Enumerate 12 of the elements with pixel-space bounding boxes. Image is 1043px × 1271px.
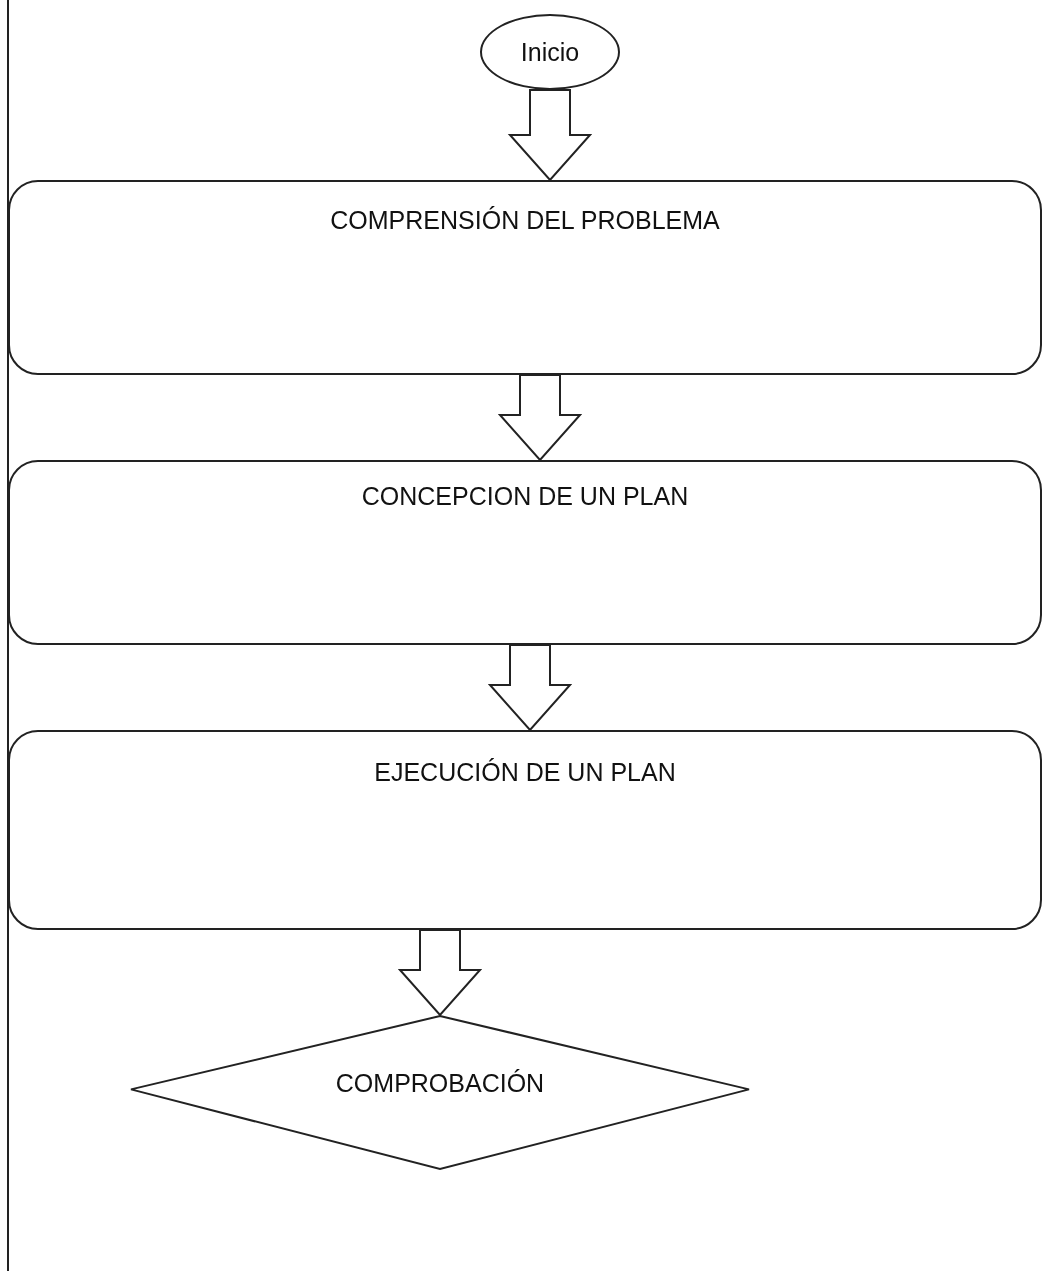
process-box xyxy=(8,460,1042,645)
block-arrow xyxy=(487,644,573,732)
node-label: EJECUCIÓN DE UN PLAN xyxy=(374,758,676,787)
block-arrow xyxy=(497,374,583,462)
process-box xyxy=(8,180,1042,375)
block-arrow xyxy=(397,929,483,1017)
node-label: Inicio xyxy=(520,37,580,67)
block-arrow xyxy=(507,89,593,182)
node-label: COMPRENSIÓN DEL PROBLEMA xyxy=(330,206,720,235)
process-box xyxy=(8,730,1042,930)
node-label: COMPROBACIÓN xyxy=(335,1069,545,1098)
node-label: CONCEPCION DE UN PLAN xyxy=(361,482,689,511)
